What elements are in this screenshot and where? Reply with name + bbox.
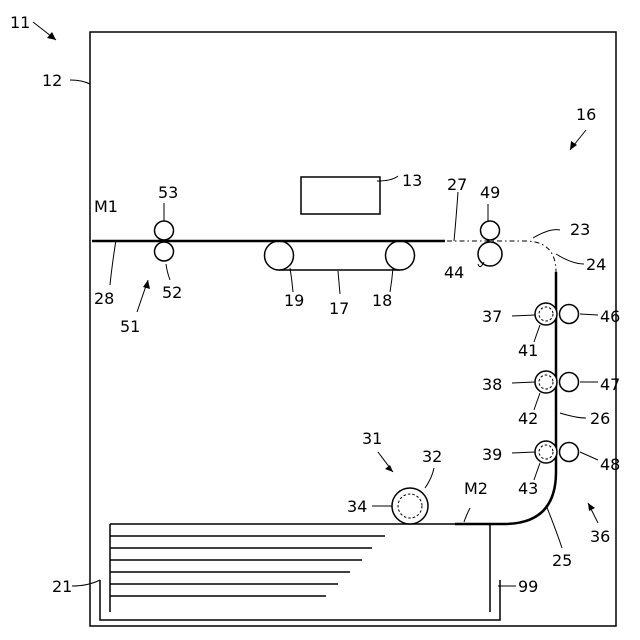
label-roller-53: 53 xyxy=(158,183,178,202)
label-roller-38: 38 xyxy=(482,375,502,394)
belt-roller-right xyxy=(386,241,415,270)
label-path-26: 26 xyxy=(590,409,610,428)
roller-39 xyxy=(535,441,557,463)
label-driven-43: 43 xyxy=(518,479,538,498)
label-feed-roller: 32 xyxy=(422,447,442,466)
label-unit: 16 xyxy=(576,105,596,124)
label-housing: 12 xyxy=(42,71,62,90)
label-head: 13 xyxy=(402,171,422,190)
label-path-27: 27 xyxy=(447,175,467,194)
label-path-25: 25 xyxy=(552,551,572,570)
label-roller-39: 39 xyxy=(482,445,502,464)
label-roller-44: 44 xyxy=(444,263,464,282)
exit-roller-53 xyxy=(155,221,174,240)
roller-49 xyxy=(481,221,500,240)
label-roller-48: 48 xyxy=(600,455,620,474)
label-medium-2: M2 xyxy=(464,479,488,498)
roller-44 xyxy=(478,242,502,266)
label-path-28: 28 xyxy=(94,289,114,308)
label-roller-49: 49 xyxy=(480,183,500,202)
belt-roller-left xyxy=(265,241,294,270)
transport-belt xyxy=(265,241,415,270)
label-tray-wall: 99 xyxy=(518,577,538,596)
label-exit-unit: 51 xyxy=(120,317,140,336)
label-driven-41: 41 xyxy=(518,341,538,360)
label-feed-roller-inner: 34 xyxy=(347,497,367,516)
roller-37 xyxy=(535,303,557,325)
roller-46 xyxy=(560,305,579,324)
label-path-23: 23 xyxy=(570,220,590,239)
roller-48 xyxy=(560,443,579,462)
label-roller-right: 18 xyxy=(372,291,392,310)
label-belt: 17 xyxy=(329,299,349,318)
label-driven-42: 42 xyxy=(518,409,538,428)
roller-47 xyxy=(560,373,579,392)
label-medium-1: M1 xyxy=(94,197,118,216)
label-roller-left: 19 xyxy=(284,291,304,310)
feed-roller xyxy=(392,488,428,524)
roller-38 xyxy=(535,371,557,393)
print-head xyxy=(301,177,380,214)
paper-stack xyxy=(110,524,490,612)
label-path-24: 24 xyxy=(586,255,606,274)
housing-frame xyxy=(90,32,616,626)
label-roller-47: 47 xyxy=(600,375,620,394)
label-feeder: 31 xyxy=(362,429,382,448)
label-roller-52: 52 xyxy=(162,283,182,302)
label-apparatus: 11 xyxy=(10,13,30,32)
paper-tray xyxy=(100,580,500,620)
label-tray: 21 xyxy=(52,577,72,596)
label-roller-37: 37 xyxy=(482,307,502,326)
label-roller-46: 46 xyxy=(600,307,620,326)
exit-roller-52 xyxy=(155,242,174,261)
label-reverser: 36 xyxy=(590,527,610,546)
